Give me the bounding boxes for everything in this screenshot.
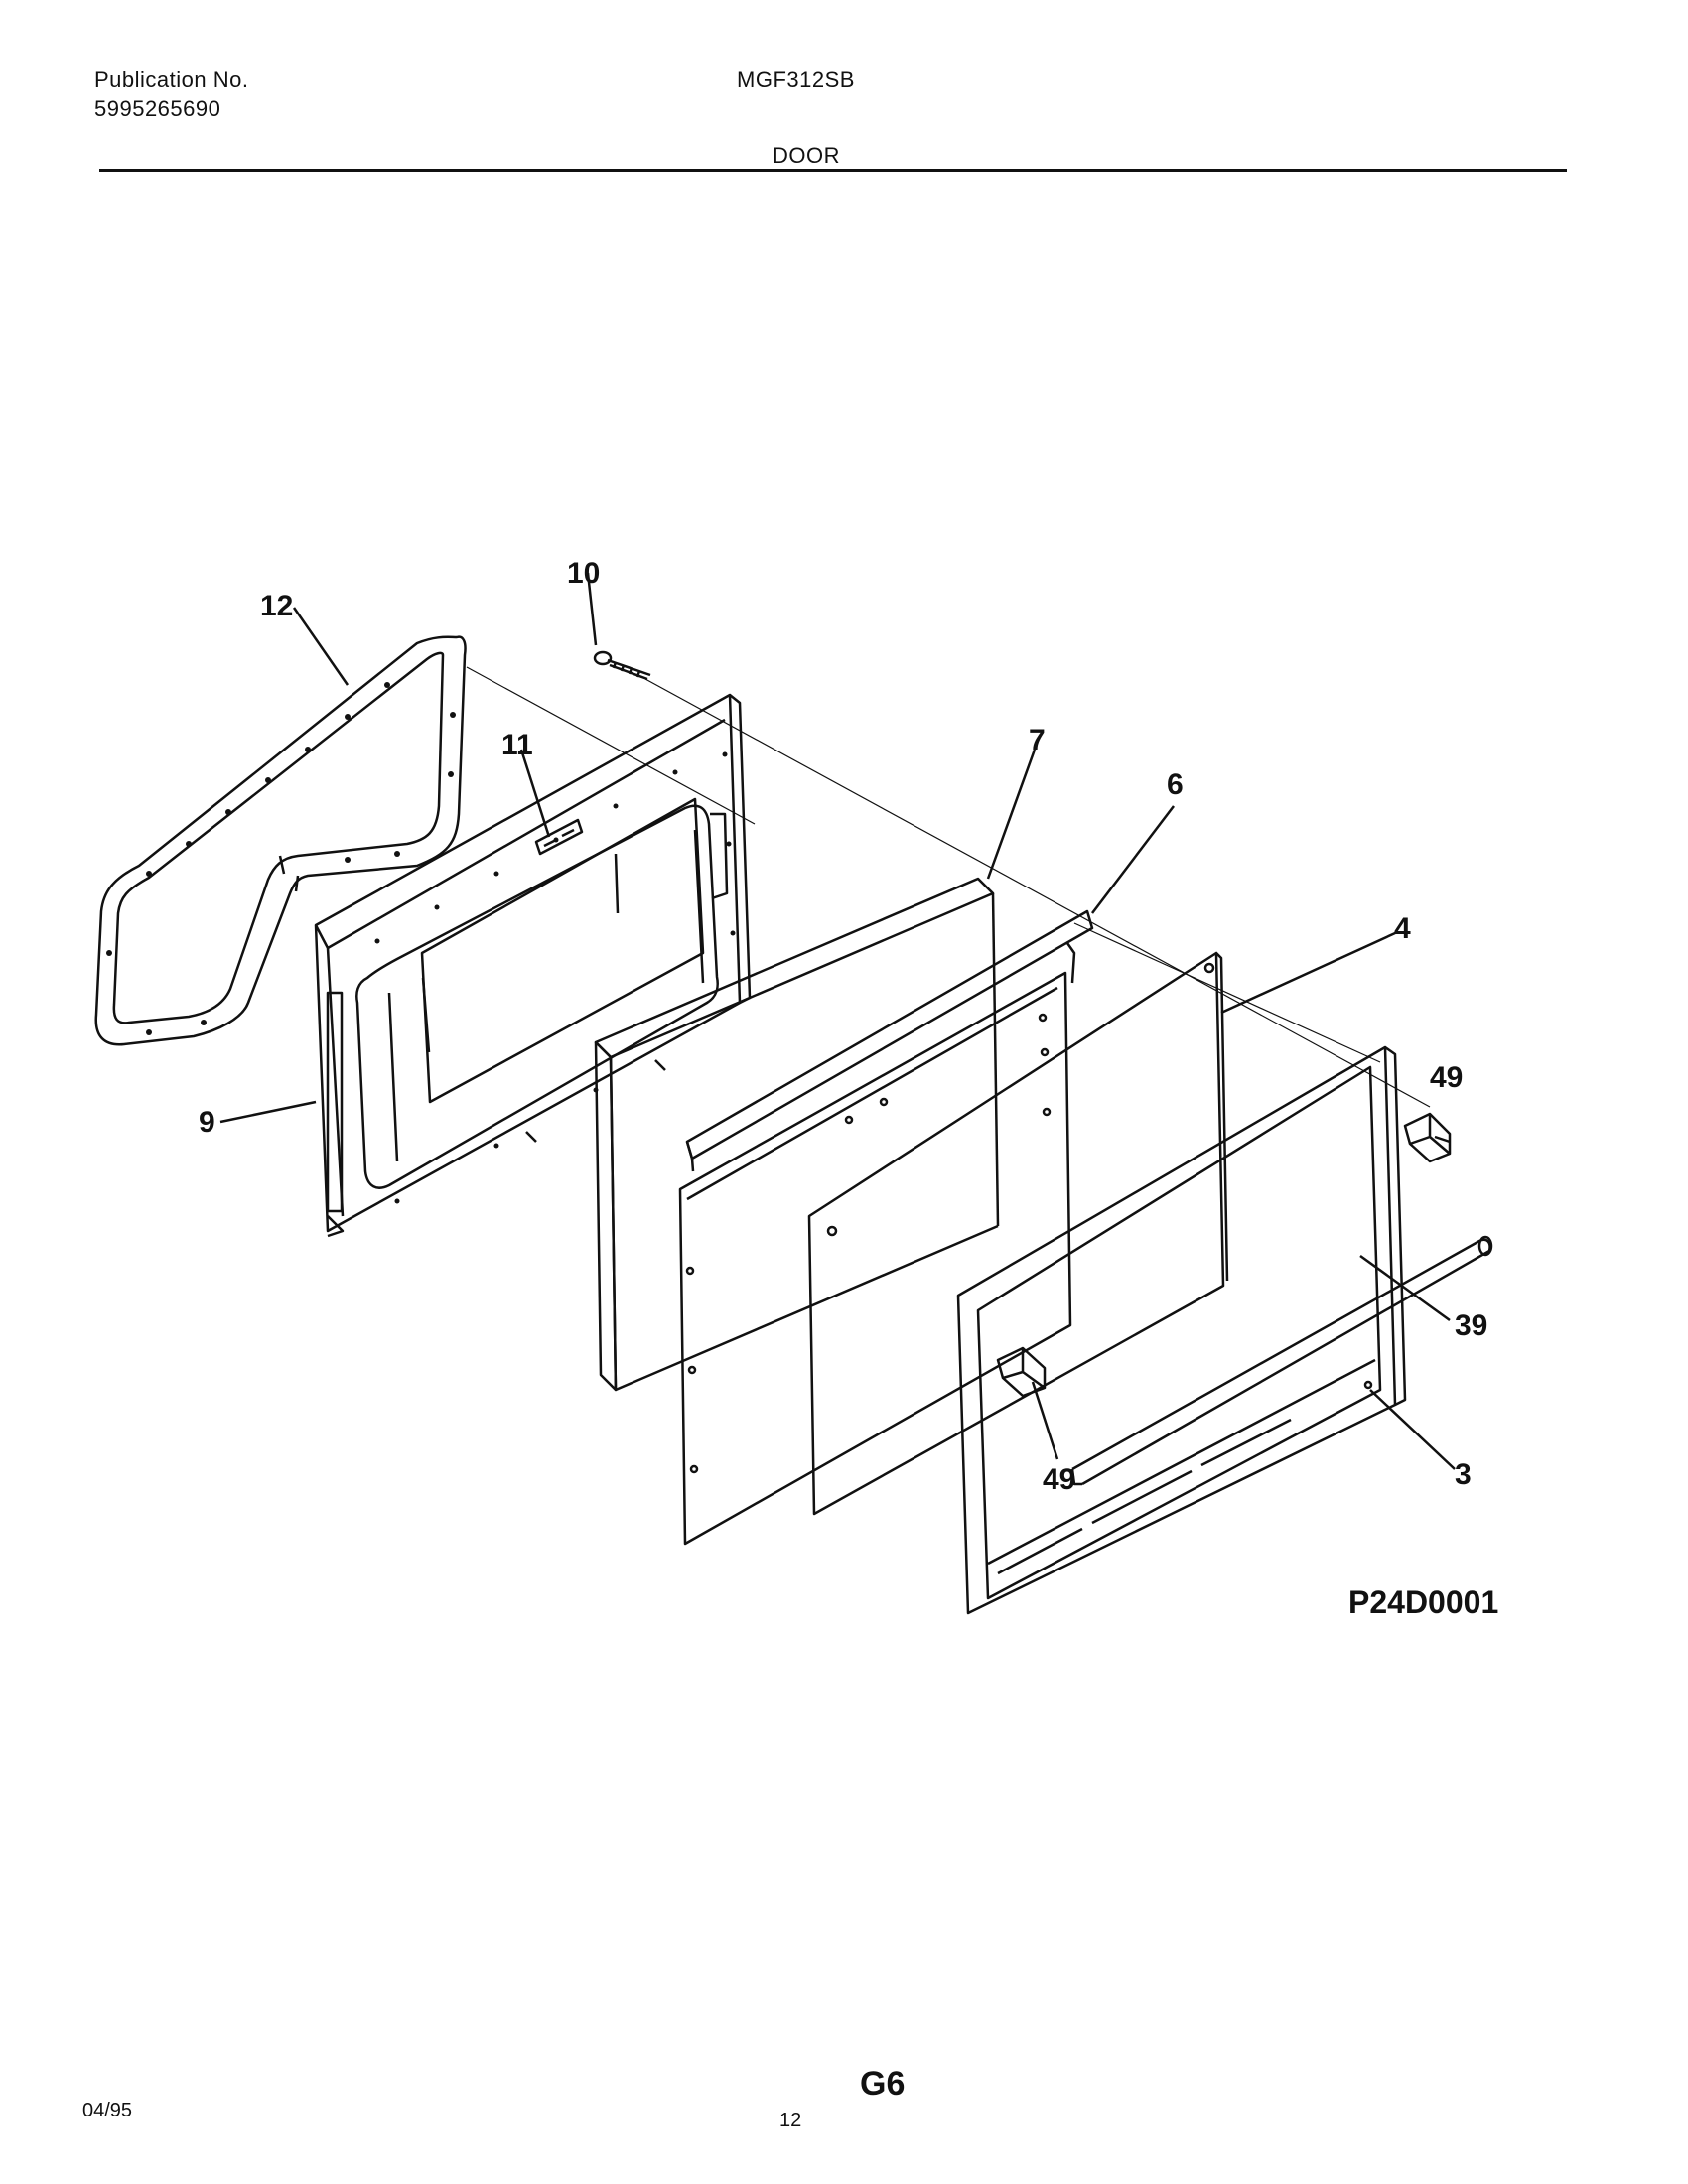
callout-11: 11 (501, 729, 533, 761)
callout-39: 39 (1455, 1309, 1487, 1342)
callout-3: 3 (1455, 1458, 1472, 1491)
door-gasket (94, 635, 467, 1046)
callout-49-top: 49 (1430, 1061, 1463, 1094)
callout-10: 10 (567, 557, 600, 590)
footer-section-code: G6 (860, 2065, 906, 2103)
section-title: DOOR (773, 143, 840, 168)
callout-labels: 12 10 11 7 6 4 49 9 39 49 3 P24D0001 (199, 557, 1498, 1620)
hinge-clip (534, 818, 584, 856)
header-rule (99, 169, 1567, 172)
figure-code: P24D0001 (1348, 1584, 1498, 1620)
model-number: MGF312SB (737, 68, 855, 92)
glass-panel (807, 951, 1229, 1516)
callout-6: 6 (1167, 768, 1184, 801)
outer-door-frame (956, 1045, 1407, 1615)
screw (593, 650, 651, 681)
insulation-block (594, 877, 1000, 1392)
footer-page-number: 12 (779, 2110, 802, 2131)
publication-label: Publication No. (94, 68, 249, 92)
footer-date: 04/95 (82, 2100, 133, 2121)
publication-number: 5995265690 (94, 96, 221, 121)
callout-12: 12 (260, 590, 293, 622)
callout-4: 4 (1394, 912, 1411, 945)
callout-7: 7 (1029, 724, 1046, 756)
callout-49-bottom: 49 (1043, 1463, 1075, 1496)
door-panel (678, 909, 1094, 1546)
inner-door-liner (314, 693, 752, 1238)
handle-bracket-bottom (996, 1346, 1047, 1398)
door-handle-bar (1070, 1235, 1493, 1486)
callout-9: 9 (199, 1106, 215, 1139)
handle-bracket-top (1403, 1112, 1452, 1163)
